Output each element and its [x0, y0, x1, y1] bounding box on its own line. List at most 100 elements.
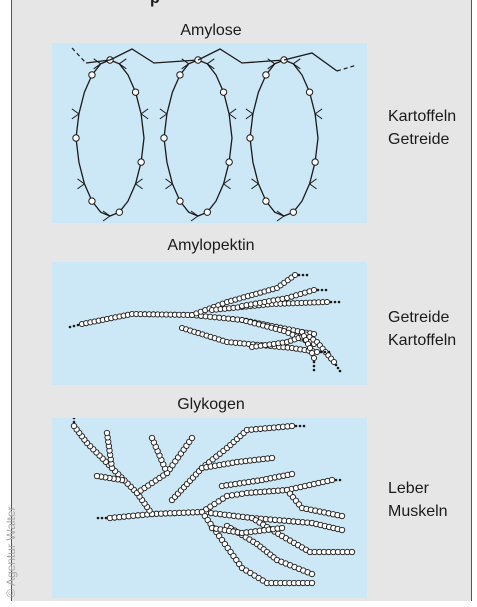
chain-end-dots: [303, 425, 306, 428]
glucose-unit: [289, 471, 294, 476]
chain-end-dots: [295, 425, 298, 428]
figure-panel: p Amylose Kartoffeln Getreide Amylopekti…: [11, 0, 472, 601]
chain-end-dots: [77, 324, 80, 327]
glucose-oxygen-atom: [73, 135, 79, 141]
chain-end-dots: [313, 365, 316, 368]
chain-end-dots: [101, 517, 104, 520]
chain-start-dashed: [72, 48, 86, 63]
chain-end-dots: [320, 351, 323, 354]
glucose-unit: [71, 423, 76, 428]
glucose-oxygen-atom: [226, 159, 232, 165]
glucose-unit: [329, 477, 334, 482]
chain-end-dots: [73, 325, 76, 328]
glucose-unit: [307, 345, 312, 350]
chain-end-dots: [302, 274, 305, 277]
chain-end-dots: [339, 479, 342, 482]
chain-end-dots: [313, 361, 316, 364]
glucose-unit: [94, 473, 99, 478]
chain-end-dots: [298, 274, 301, 277]
glucose-unit: [229, 493, 234, 498]
glucose-oxygen-atom: [161, 135, 167, 141]
amylopektin-structure: [52, 262, 367, 385]
glucose-unit: [239, 491, 244, 496]
chain-end-dots: [339, 370, 342, 373]
glucose-unit: [189, 435, 194, 440]
glucose-oxygen-atom: [263, 72, 269, 78]
glucose-oxygen-atom: [177, 198, 183, 204]
glucose-oxygen-atom: [247, 135, 253, 141]
glucose-unit: [269, 455, 274, 460]
glucose-unit: [292, 272, 297, 277]
chain-end-dots: [306, 274, 309, 277]
glucose-oxygen-atom: [312, 159, 318, 165]
chain-end-dashed: [337, 65, 357, 71]
glucose-oxygen-atom: [89, 72, 95, 78]
glucose-unit: [311, 287, 316, 292]
chain-end-dots: [73, 418, 76, 419]
glucose-unit: [289, 423, 294, 428]
glucose-oxygen-atom: [204, 209, 210, 215]
glucose-unit: [309, 571, 314, 576]
amylose-structure: [52, 43, 367, 223]
glucose-unit: [339, 513, 344, 518]
chain-end-dots: [324, 351, 327, 354]
chain-end-dots: [313, 369, 316, 372]
chain-end-dots: [325, 289, 328, 292]
header-fragment: p: [150, 0, 160, 8]
glucose-oxygen-atom: [177, 72, 183, 78]
chain-end-dots: [328, 351, 331, 354]
amylopektin-sources: Getreide Kartoffeln: [388, 306, 456, 352]
chain-end-dots: [299, 425, 302, 428]
glucose-ring-bond: [141, 109, 148, 119]
glykogen-source-1: Leber: [388, 477, 448, 500]
chain-end-dots: [335, 479, 338, 482]
glucose-oxygen-atom: [263, 198, 269, 204]
amylopektin-title: Amylopektin: [51, 237, 371, 255]
amylopektin-source-1: Getreide: [388, 306, 456, 329]
chain-end-dots: [337, 367, 340, 370]
glucose-oxygen-atom: [306, 89, 312, 95]
glucose-oxygen-atom: [138, 159, 144, 165]
chain-end-dots: [321, 289, 324, 292]
image-credit: © Agentur Walter: [4, 497, 18, 607]
glucose-unit: [279, 525, 284, 530]
glucose-unit: [349, 549, 354, 554]
chain-end-dots: [97, 517, 100, 520]
glucose-oxygen-atom: [290, 209, 296, 215]
glucose-unit: [339, 527, 344, 532]
chain-end-dots: [338, 301, 341, 304]
amylose-source-1: Kartoffeln: [388, 105, 456, 128]
glucose-ring-bond: [72, 109, 79, 119]
glucose-oxygen-atom: [116, 209, 122, 215]
glucose-unit: [104, 430, 109, 435]
glucose-unit: [324, 299, 329, 304]
glucose-oxygen-atom: [89, 198, 95, 204]
glucose-unit: [314, 349, 319, 354]
glucose-unit: [309, 350, 314, 355]
amylose-diagram: [52, 43, 367, 223]
glykogen-sources: Leber Muskeln: [388, 477, 448, 523]
glucose-unit: [309, 580, 314, 585]
amylose-title: Amylose: [51, 22, 371, 40]
glykogen-title: Glykogen: [51, 396, 371, 414]
glucose-ring-bond: [246, 109, 253, 119]
glykogen-source-2: Muskeln: [388, 500, 448, 523]
glucose-oxygen-atom: [132, 89, 138, 95]
chain-end-dots: [317, 289, 320, 292]
glucose-unit: [224, 493, 229, 498]
chain-end-dots: [69, 326, 72, 329]
glucose-ring-bond: [315, 109, 322, 119]
amylose-helix-loop: [250, 60, 318, 216]
glucose-unit: [149, 435, 154, 440]
chain-end-dots: [73, 421, 76, 424]
amylose-helix-loop: [164, 60, 232, 216]
chain-end-dots: [105, 517, 108, 520]
glucose-ring-bond: [229, 109, 236, 119]
glucose-ring-bond: [160, 109, 167, 119]
chain-end-dots: [334, 301, 337, 304]
amylose-sources: Kartoffeln Getreide: [388, 105, 456, 151]
glykogen-structure: [52, 418, 367, 598]
amylose-source-2: Getreide: [388, 128, 456, 151]
chain-end-dots: [330, 301, 333, 304]
amylose-helix-loop: [76, 60, 144, 216]
